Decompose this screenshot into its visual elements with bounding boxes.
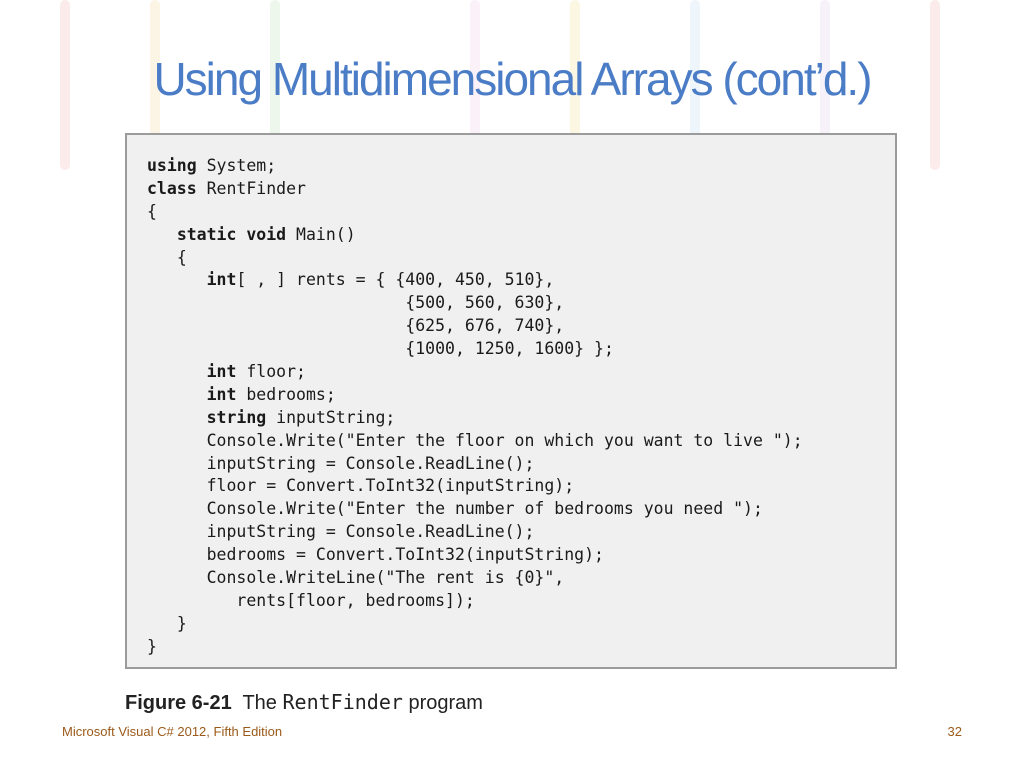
code-keyword: int — [206, 362, 237, 382]
code-text: Main() — [286, 224, 356, 244]
code-text: {500, 560, 630}, — [405, 293, 565, 313]
code-line: } — [147, 613, 803, 636]
code-indent — [147, 591, 236, 610]
page-number: 32 — [947, 724, 962, 739]
code-line: int bedrooms; — [147, 384, 803, 407]
code-indent — [147, 339, 405, 358]
caption-post: program — [408, 692, 483, 714]
caption-pre: The — [242, 692, 277, 714]
code-indent — [147, 362, 207, 381]
code-keyword: class — [147, 178, 197, 198]
code-text: { — [147, 201, 157, 221]
code-text: [ , ] rents = { {400, 450, 510}, — [236, 270, 555, 290]
code-line: using System; — [147, 155, 803, 178]
code-indent — [147, 225, 177, 244]
code-indent — [147, 568, 207, 587]
code-text: inputString; — [266, 407, 396, 427]
code-line: Console.WriteLine("The rent is {0}", — [147, 567, 803, 590]
code-indent — [147, 316, 405, 335]
code-text: System; — [196, 156, 277, 175]
code-text: RentFinder — [196, 178, 306, 198]
code-text: {1000, 1250, 1600} }; — [405, 339, 614, 359]
code-indent — [147, 499, 207, 518]
code-line: bedrooms = Convert.ToInt32(inputString); — [147, 544, 803, 567]
code-text: Console.Write("Enter the floor on which … — [206, 430, 803, 450]
code-line: floor = Convert.ToInt32(inputString); — [147, 475, 803, 498]
code-text: floor; — [236, 362, 306, 382]
code-line: int floor; — [147, 361, 803, 384]
code-indent — [147, 385, 207, 404]
code-listing: using System;class RentFinder{ static vo… — [125, 133, 897, 669]
code-line: inputString = Console.ReadLine(); — [147, 521, 803, 544]
code-indent — [147, 248, 177, 267]
footer-book-title: Microsoft Visual C# 2012, Fifth Edition — [62, 724, 283, 739]
code-line: {500, 560, 630}, — [147, 292, 803, 315]
code-text: floor = Convert.ToInt32(inputString); — [206, 476, 575, 496]
code-indent — [147, 270, 207, 289]
slide-title: Using Multidimensional Arrays (cont’d.) — [153, 53, 872, 105]
code-text: inputString = Console.ReadLine(); — [206, 453, 535, 473]
code-text: bedrooms; — [236, 384, 336, 404]
code-line: rents[floor, bedrooms]); — [147, 590, 803, 613]
code-indent — [147, 454, 207, 473]
code-indent — [147, 431, 207, 450]
code-text: inputString = Console.ReadLine(); — [206, 522, 535, 542]
code-indent — [147, 545, 207, 564]
code-line: { — [147, 201, 803, 224]
code-text: rents[floor, bedrooms]); — [236, 590, 475, 610]
code-text: } — [147, 636, 157, 656]
background-decoration — [0, 0, 1024, 200]
code-indent — [147, 293, 405, 312]
code-text: {625, 676, 740}, — [405, 316, 565, 336]
code-indent — [147, 522, 207, 541]
code-line: {625, 676, 740}, — [147, 315, 803, 338]
code-text: Console.Write("Enter the number of bedro… — [206, 499, 763, 519]
figure-caption: Figure 6-21 The RentFinder program — [125, 690, 483, 720]
code-keyword: string — [206, 407, 267, 427]
code-line: {1000, 1250, 1600} }; — [147, 338, 803, 361]
code-keyword: int — [206, 270, 237, 290]
code-text: } — [176, 613, 187, 633]
code-line: } — [147, 636, 803, 659]
code-line: class RentFinder — [147, 178, 803, 201]
code-indent — [147, 614, 177, 633]
code-indent — [147, 476, 207, 495]
code-text: bedrooms = Convert.ToInt32(inputString); — [206, 545, 604, 565]
code-indent — [147, 408, 207, 427]
code-keyword: static void — [176, 224, 287, 244]
code-line: int[ , ] rents = { {400, 450, 510}, — [147, 269, 803, 292]
code-line: { — [147, 247, 803, 270]
code-line: string inputString; — [147, 407, 803, 430]
code-lines: using System;class RentFinder{ static vo… — [147, 155, 803, 659]
code-line: Console.Write("Enter the floor on which … — [147, 430, 803, 453]
caption-program-name: RentFinder — [282, 690, 403, 714]
code-line: static void Main() — [147, 224, 803, 247]
code-keyword: int — [206, 384, 237, 404]
code-text: { — [176, 247, 187, 267]
code-text: Console.WriteLine("The rent is {0}", — [206, 568, 565, 588]
code-line: Console.Write("Enter the number of bedro… — [147, 498, 803, 521]
code-line: inputString = Console.ReadLine(); — [147, 453, 803, 476]
figure-number: Figure 6-21 — [125, 692, 232, 714]
code-keyword: using — [147, 156, 197, 175]
